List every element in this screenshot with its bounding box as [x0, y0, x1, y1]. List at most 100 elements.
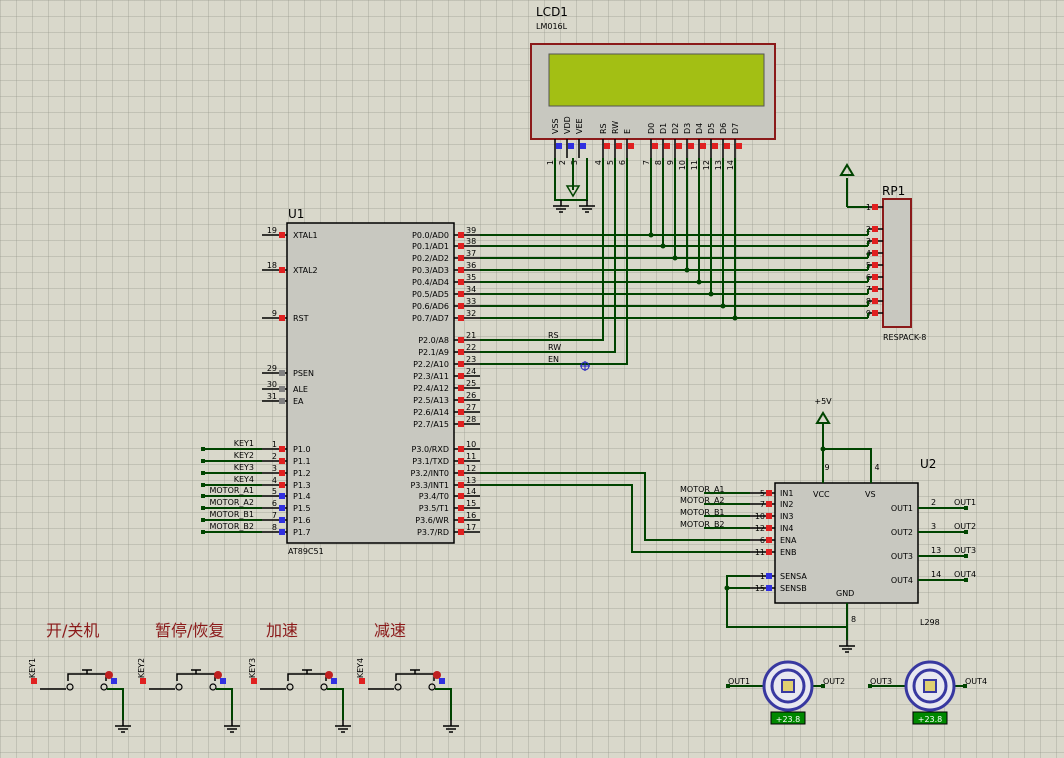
lcd-pin-num: 3	[570, 160, 579, 165]
wire-end	[821, 684, 825, 688]
wire-end	[963, 684, 967, 688]
rpack-pin-marker	[872, 298, 878, 304]
rpack-pin-marker	[872, 286, 878, 292]
mcu-pin-name: P1.6	[293, 516, 311, 525]
lcd-pin-name: RS	[599, 123, 608, 134]
p1-net-label: MOTOR_B2	[209, 522, 254, 531]
mcu-pin-name: P1.1	[293, 457, 311, 466]
p1-net-label: KEY4	[234, 475, 254, 484]
lcd-pin-name: D0	[647, 123, 656, 134]
rw-wire	[480, 158, 616, 353]
mcu-pin-num: 9	[272, 309, 277, 318]
rpack-pin-marker	[872, 250, 878, 256]
mcu-pin-marker	[279, 482, 285, 488]
mcu-pin-name: P0.2/AD2	[412, 254, 449, 263]
motor-reading: +23.8	[918, 715, 943, 724]
mcu-pin-num: 11	[466, 452, 476, 461]
mcu-pin-num: 28	[466, 415, 476, 424]
wire-end	[201, 459, 205, 463]
mcu-pin-marker	[279, 267, 285, 273]
lcd-pin-name: E	[623, 129, 632, 134]
motor-reading: +23.8	[776, 715, 801, 724]
mcu-pin-name: P2.1/A9	[418, 348, 449, 357]
lcd-screen	[548, 53, 765, 107]
driver-pin-marker	[766, 525, 772, 531]
rpack-pin-num: 1	[866, 203, 871, 212]
lcd-pin-num: 7	[642, 160, 651, 165]
ena-wire	[480, 472, 750, 541]
mcu-pin-name: P3.2/INT0	[410, 469, 449, 478]
motor-shaft	[781, 679, 795, 693]
button-pin-marker	[359, 678, 365, 684]
mcu-pin-name: P2.5/A13	[413, 396, 449, 405]
lcd-pin-marker	[568, 143, 574, 149]
rpack-body[interactable]	[882, 198, 912, 328]
driver-pin-num: 15	[755, 584, 765, 593]
button-actuator[interactable]	[287, 673, 327, 681]
driver-pin-name: SENSB	[780, 584, 807, 593]
mcu-pin-marker	[458, 303, 464, 309]
mcu-pin-marker	[458, 470, 464, 476]
mcu-pin-num: 3	[272, 464, 277, 473]
mcu-pin-marker	[458, 529, 464, 535]
button-actuator[interactable]	[176, 673, 216, 681]
button-led	[325, 671, 333, 679]
mcu-pin-marker	[458, 291, 464, 297]
button-ref: KEY2	[137, 658, 146, 678]
lcd-pin-name: D2	[671, 123, 680, 134]
driver-pin-marker	[766, 549, 772, 555]
mcu-body[interactable]	[286, 222, 455, 544]
lcd-pin-num: 4	[594, 160, 603, 165]
driver-pin-name: OUT3	[891, 552, 913, 561]
junction-dot	[732, 315, 738, 321]
button-actuator[interactable]	[395, 673, 435, 681]
junction-dot	[684, 267, 690, 273]
p1-net-label: MOTOR_A2	[209, 498, 254, 507]
p1-net-label: KEY3	[234, 463, 254, 472]
lcd-pin-marker	[664, 143, 670, 149]
button-actuator[interactable]	[67, 673, 107, 681]
junction-dot	[708, 291, 714, 297]
mcu-pin-marker	[458, 315, 464, 321]
lcd-pin-marker	[736, 143, 742, 149]
mcu-pin-name: P3.1/TXD	[412, 457, 449, 466]
driver-body[interactable]	[774, 482, 919, 604]
lcd-pin-marker	[556, 143, 562, 149]
mcu-pin-name: P3.5/T1	[419, 504, 449, 513]
driver-in-label: MOTOR_B2	[680, 520, 725, 529]
button-ref: KEY1	[28, 658, 37, 678]
driver-pin-marker	[766, 513, 772, 519]
wire-end	[201, 447, 205, 451]
mcu-pin-num: 21	[466, 331, 476, 340]
driver-pin-name: IN1	[780, 489, 793, 498]
driver-pin-name: IN2	[780, 500, 793, 509]
lcd-power-wire	[554, 158, 588, 201]
driver-pin-name: OUT4	[891, 576, 913, 585]
driver-pin-num: 12	[755, 524, 765, 533]
mcu-pin-marker	[458, 493, 464, 499]
lcd-pin-name: D5	[707, 123, 716, 134]
mcu-pin-name: PSEN	[293, 369, 314, 378]
button-contact	[66, 683, 74, 691]
enb-wire	[480, 484, 750, 553]
mcu-pin-name: P1.0	[293, 445, 311, 454]
driver-pin-num: 2	[931, 498, 936, 507]
mcu-pin-num: 33	[466, 297, 476, 306]
power-terminal	[839, 163, 855, 176]
driver-top-pin-num: 9	[824, 463, 829, 472]
button-ground-wire	[107, 688, 124, 720]
driver-power-label: +5V	[814, 397, 832, 406]
p1-net-label: MOTOR_B1	[209, 510, 254, 519]
junction-dot	[720, 303, 726, 309]
mcu-pin-name: XTAL1	[293, 231, 318, 240]
motor-ring	[912, 668, 948, 704]
driver-in-label: MOTOR_A1	[680, 485, 725, 494]
lcd-pin-name: D7	[731, 123, 740, 134]
mcu-pin-num: 32	[466, 309, 476, 318]
mcu-pin-marker	[458, 279, 464, 285]
mcu-pin-marker	[458, 409, 464, 415]
motor-shaft	[923, 679, 937, 693]
mcu-pin-num: 37	[466, 249, 476, 258]
rpack-model: RESPACK-8	[883, 333, 926, 342]
